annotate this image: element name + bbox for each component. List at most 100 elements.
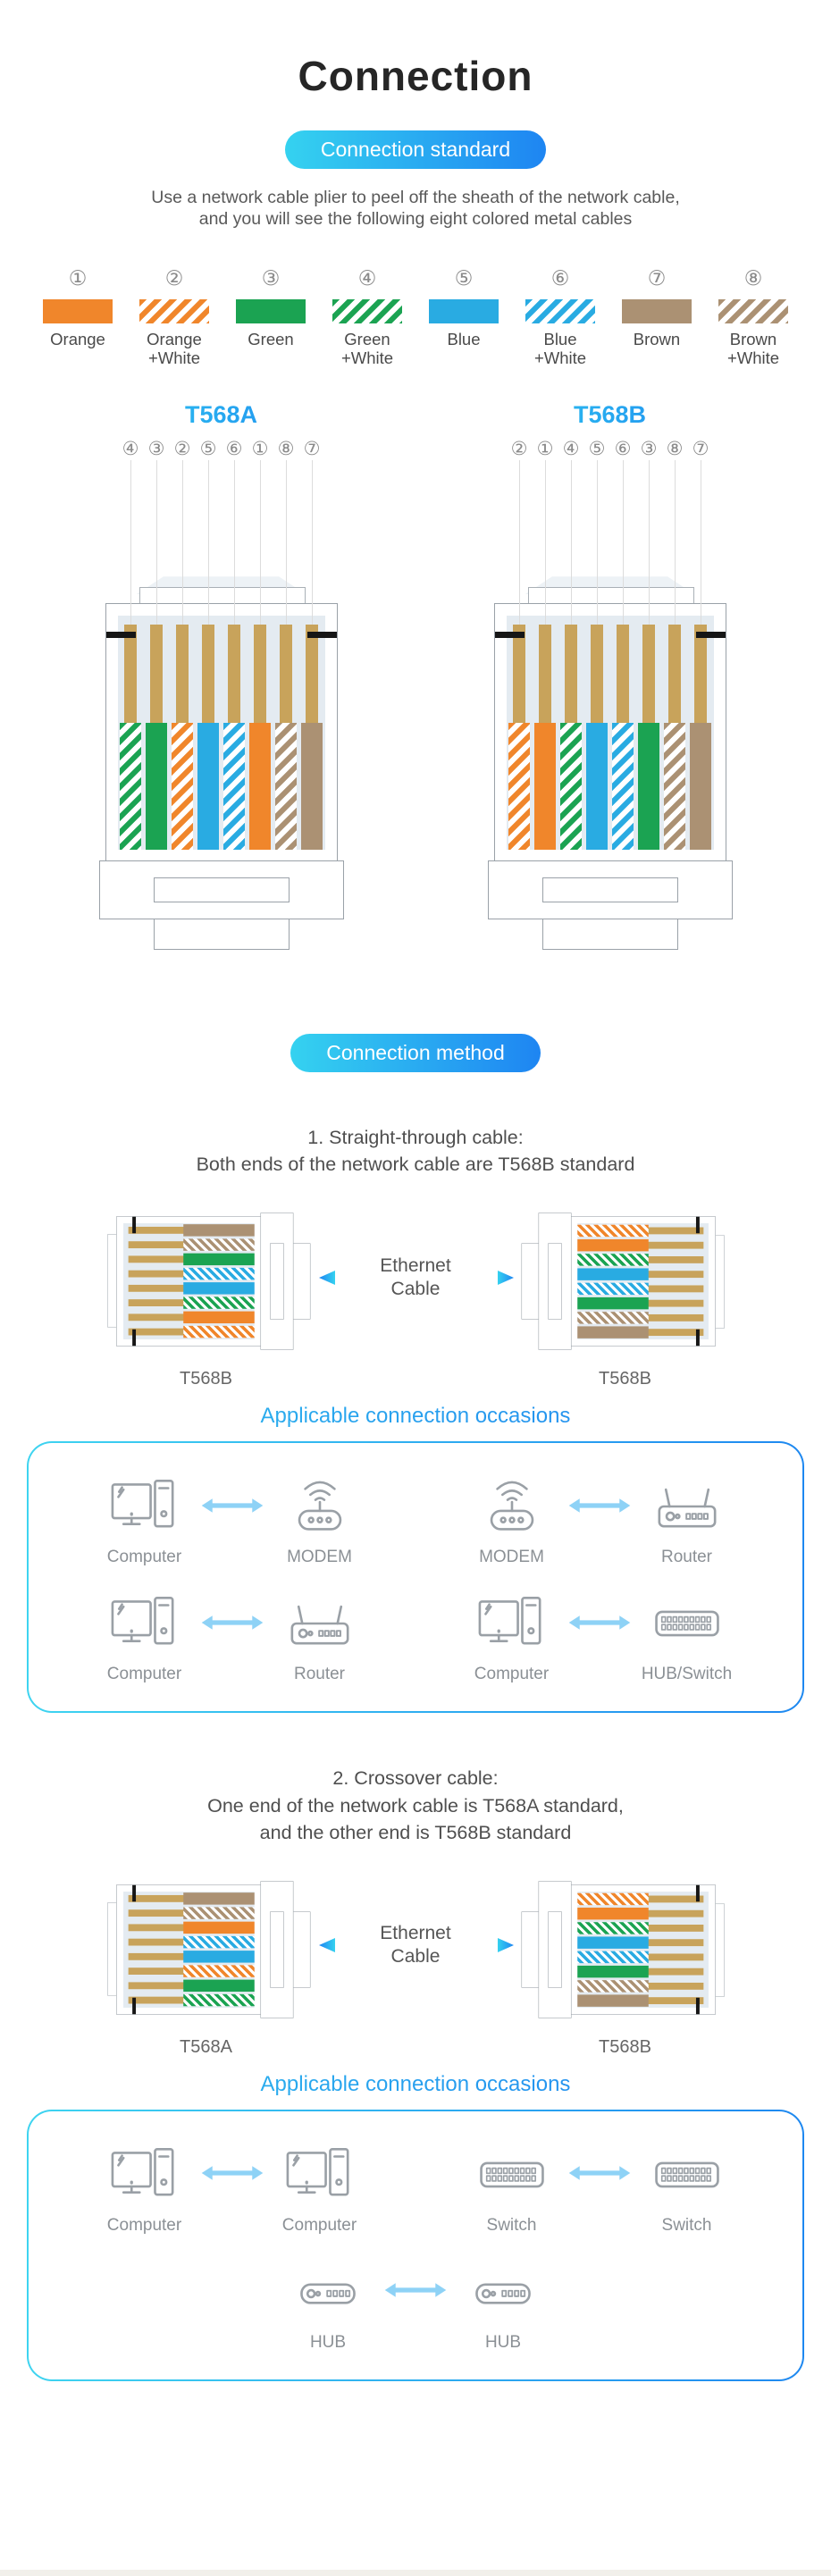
- hub-icon: [475, 2283, 531, 2304]
- gold-pin: [647, 1299, 703, 1307]
- computer-icon: [111, 1597, 173, 1645]
- wire-swatch-brown-white: [718, 298, 788, 323]
- pin-guide-line: [181, 460, 183, 625]
- connector-window: [122, 1891, 255, 2008]
- sequence-number: ⑤: [199, 439, 217, 460]
- left-arrow-icon: [319, 1938, 372, 1953]
- wire-blue-white: [576, 1951, 649, 1963]
- device-label: HUB: [309, 2332, 347, 2352]
- wire-orange-white: [172, 723, 193, 851]
- connector-slot: [123, 1993, 255, 2007]
- wire-brown: [576, 1993, 649, 2007]
- device-label: Switch: [486, 2215, 537, 2235]
- gold-pin: [647, 1241, 703, 1249]
- connector-slot: [576, 1311, 709, 1325]
- gold-pin: [647, 1271, 703, 1279]
- rj45-connector: [520, 1875, 730, 2025]
- sequence-number: ⑤: [588, 439, 606, 460]
- device-label: Switch: [661, 2215, 712, 2235]
- legend-number: ⑧: [743, 265, 763, 289]
- wire-green: [182, 1254, 255, 1266]
- connector-slot: [576, 1224, 709, 1238]
- cable-end-left: T568B: [99, 1204, 314, 1389]
- connector-boot: [259, 1212, 293, 1351]
- wire-orange-white: [576, 1892, 649, 1905]
- gold-pin: [202, 625, 214, 726]
- connector-slot: [576, 1325, 709, 1339]
- legend-label: Blue+White: [533, 329, 587, 368]
- device-modem: MODEM: [268, 1470, 372, 1567]
- wire-green-white: [182, 1297, 255, 1310]
- pin-guide-line: [570, 460, 572, 625]
- connector-slot: [558, 616, 584, 851]
- rj45-connector: [520, 1206, 730, 1356]
- device-label: MODEM: [287, 1548, 352, 1567]
- router-icon: [658, 1489, 716, 1528]
- connector-slot: [273, 616, 299, 851]
- connector-slot: [123, 1267, 255, 1281]
- connector-slot: [576, 1964, 709, 1978]
- rj45-connector: [476, 460, 744, 952]
- modem-icon: [298, 1481, 341, 1531]
- connector-window: [576, 1891, 709, 2008]
- standard-name: T568A: [88, 401, 356, 429]
- device-label: Computer: [106, 2215, 182, 2235]
- device-label: Router: [660, 1548, 713, 1567]
- router-icon: [290, 1606, 348, 1645]
- connector-slot: [222, 616, 248, 851]
- connector-slot: [123, 1892, 255, 1906]
- connection-method-badge: Connection method: [290, 1034, 541, 1073]
- connector-slot: [123, 1311, 255, 1325]
- gold-pin: [128, 1996, 184, 2004]
- connector-slot: [123, 1281, 255, 1296]
- connector-slot: [576, 1253, 709, 1267]
- legend-label: Green: [248, 329, 294, 348]
- connector-boot: [487, 860, 733, 920]
- device-label: Computer: [281, 2215, 357, 2235]
- connector-slot: [123, 1253, 255, 1267]
- double-arrow-icon: [201, 1498, 263, 1513]
- device-label: HUB/Switch: [641, 1665, 733, 1684]
- connector-slot: [170, 616, 196, 851]
- double-arrow-icon: [201, 2166, 263, 2180]
- connector-standard-label: T568B: [599, 2036, 651, 2057]
- wire-green-white: [120, 723, 141, 851]
- wire-brown-white: [275, 723, 297, 851]
- pin-guide-line: [674, 460, 676, 625]
- computer-icon: [111, 1480, 173, 1528]
- connector-slot: [123, 1964, 255, 1978]
- wire-brown-white: [576, 1312, 649, 1324]
- connector-boot: [259, 1881, 293, 2018]
- wire-swatch-green-white: [332, 298, 402, 323]
- connector-slot: [123, 1296, 255, 1311]
- hub-switch-icon: [654, 1611, 719, 1637]
- wire-brown-white: [576, 1979, 649, 1993]
- intro-line-1: Use a network cable plier to peel off th…: [151, 188, 680, 207]
- connector-mark: [695, 1330, 700, 1347]
- connection-pair: Computer Computer: [93, 2138, 372, 2236]
- cable-end-left: T568A: [99, 1873, 314, 2058]
- switch-icon: [479, 2161, 544, 2188]
- connector-mark: [695, 1997, 700, 2014]
- gold-pin: [647, 1938, 703, 1946]
- wire-green: [638, 723, 659, 851]
- pin-guide-line: [155, 460, 157, 625]
- gold-pin: [591, 625, 603, 726]
- rj45-connector: [101, 1206, 311, 1356]
- device-computer: Computer: [268, 2138, 372, 2236]
- wire-blue: [197, 723, 219, 851]
- pin-guide-line: [130, 460, 131, 625]
- boot-slot: [269, 1911, 284, 1988]
- gold-pin: [565, 625, 577, 726]
- legend-label: Orange+White: [147, 329, 202, 368]
